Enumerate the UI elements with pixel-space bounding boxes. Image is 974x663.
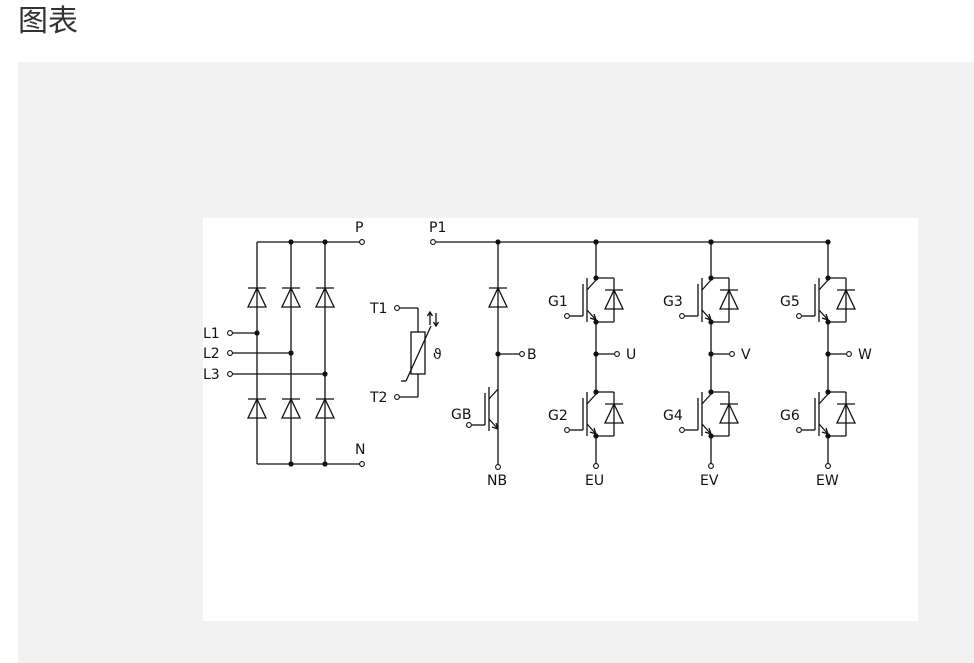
dc-bus-p1 [430,239,828,245]
label-gb: GB [451,407,471,423]
label-ev: EV [700,473,719,489]
label-nb: NB [487,473,507,489]
label-g5: G5 [780,294,800,310]
rectifier-bridge [227,239,365,467]
label-g6: G6 [780,408,800,424]
label-w: W [858,347,872,363]
brake-chopper [466,242,525,470]
label-l3: L3 [203,367,220,383]
circuit-diagram-card [203,218,918,621]
label-b: B [527,347,537,363]
label-t2: T2 [369,390,387,406]
label-eu: EU [585,473,604,489]
label-u: U [626,347,636,363]
label-t1: T1 [369,301,387,317]
label-l1: L1 [203,326,220,342]
label-g2: G2 [548,408,568,424]
label-ew: EW [816,473,839,489]
diagram-panel [18,62,974,663]
label-g4: G4 [663,408,683,424]
label-l2: L2 [203,346,220,362]
label-p1: P1 [429,220,446,236]
label-g3: G3 [663,294,683,310]
inverter-leg-u [565,239,623,468]
inverter-leg-w [797,239,855,468]
label-p: P [355,220,363,236]
label-n: N [355,442,365,458]
ntc-thermistor [394,305,440,400]
label-v: V [741,347,751,363]
section-title: 图表 [18,4,78,39]
label-g1: G1 [548,294,568,310]
inverter-leg-v [680,239,738,468]
label-theta: ϑ [433,347,442,363]
